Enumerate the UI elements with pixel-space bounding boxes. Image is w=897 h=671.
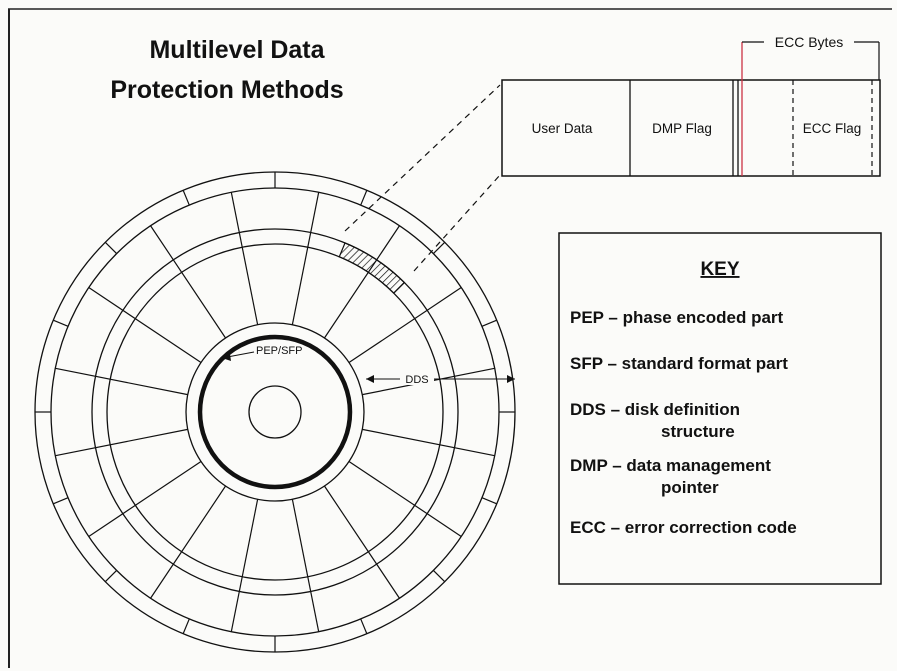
- field-ecc-flag: ECC Flag: [803, 121, 862, 136]
- title-line-2: Protection Methods: [110, 76, 343, 104]
- sector-line: [55, 367, 188, 396]
- key-heading: KEY: [700, 259, 739, 280]
- sector-line: [230, 499, 259, 632]
- outer-sector-line: [360, 190, 368, 206]
- field-user-data: User Data: [532, 121, 593, 136]
- outer-sector-line: [182, 190, 190, 206]
- key-box: KEY PEP – phase encoded part SFP – stand…: [558, 232, 882, 585]
- outer-sector-line: [182, 618, 190, 634]
- disk-ring-2: [50, 187, 500, 637]
- outer-sector-line: [104, 569, 118, 583]
- ecc-bytes-bracket: ECC Bytes: [742, 34, 880, 80]
- sector-line: [88, 287, 202, 364]
- sector-line: [362, 428, 495, 457]
- dds-annotation: DDS: [366, 372, 515, 386]
- key-item-dds: DDS – disk definition: [570, 400, 740, 419]
- highlighted-sector: [338, 242, 406, 295]
- sector-line: [150, 225, 227, 339]
- field-dmp-flag: DMP Flag: [652, 121, 712, 136]
- key-item-dmp-cont: pointer: [661, 478, 719, 497]
- sector-line: [323, 485, 400, 599]
- outer-sector-line: [53, 319, 69, 327]
- disk-ring-3: [91, 228, 459, 596]
- sector-line: [150, 485, 227, 599]
- key-item-sfp: SFP – standard format part: [570, 354, 788, 373]
- sector-line: [291, 499, 320, 632]
- title-line-1: Multilevel Data: [149, 36, 325, 64]
- sector-line: [348, 287, 462, 364]
- leader-line-upper: [344, 84, 501, 232]
- disk-ring-4: [106, 243, 444, 581]
- key-item-ecc: ECC – error correction code: [570, 518, 797, 537]
- sector-format-box: User Data DMP Flag ECC Flag: [501, 42, 881, 177]
- key-item-pep: PEP – phase encoded part: [570, 308, 784, 327]
- key-item-dds-cont: structure: [661, 422, 735, 441]
- sector-line: [323, 225, 400, 339]
- outer-sector-line: [53, 497, 69, 505]
- key-item-dmp: DMP – data management: [570, 456, 771, 475]
- outer-sector-line: [481, 319, 497, 327]
- outer-sector-line: [432, 241, 446, 255]
- dds-label: DDS: [405, 374, 428, 386]
- pep-sfp-annotation: PEP/SFP: [221, 345, 302, 361]
- outer-sector-line: [104, 241, 118, 255]
- outer-sector-line: [360, 618, 368, 634]
- sector-line: [348, 460, 462, 537]
- outer-sector-line: [432, 569, 446, 583]
- sector-line: [88, 460, 202, 537]
- sector-line: [55, 428, 188, 457]
- sector-line: [291, 192, 320, 325]
- leader-line-lower: [413, 174, 501, 272]
- outer-sector-line: [481, 497, 497, 505]
- disk-hub: [248, 385, 302, 439]
- ecc-bytes-label: ECC Bytes: [775, 34, 843, 50]
- pep-sfp-label: PEP/SFP: [256, 345, 302, 357]
- disk-diagram: [34, 171, 516, 653]
- sector-line: [230, 192, 259, 325]
- pep-sfp-ring: [197, 334, 353, 490]
- disk-ring-5: [185, 322, 365, 502]
